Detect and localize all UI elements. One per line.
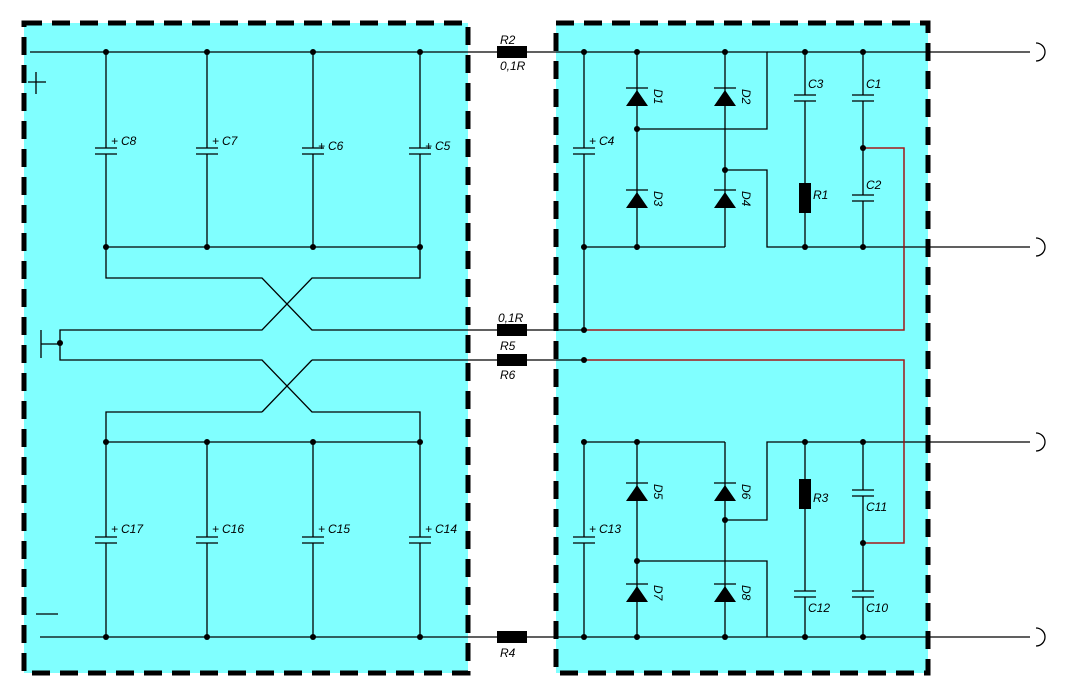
capacitor-C4 bbox=[573, 147, 595, 155]
label-R6: R6 bbox=[500, 368, 516, 382]
plus-C14: + bbox=[425, 522, 432, 536]
label-D2: D2 bbox=[739, 89, 753, 105]
label-C1: C1 bbox=[866, 77, 881, 91]
label-C10: C10 bbox=[866, 601, 888, 615]
bottom-bank-crossover-b bbox=[105, 359, 497, 442]
diode-D5 bbox=[626, 482, 648, 501]
label-C15: C15 bbox=[328, 522, 350, 536]
resistor-R2 bbox=[497, 46, 527, 58]
diode-D2 bbox=[714, 87, 736, 106]
plus-C17: + bbox=[111, 522, 118, 536]
resistor-R4 bbox=[497, 631, 527, 643]
label-C12: C12 bbox=[808, 601, 830, 615]
label-D5: D5 bbox=[651, 484, 665, 500]
label-C13: C13 bbox=[599, 522, 621, 536]
resistor-R3 bbox=[799, 479, 811, 509]
output-connector-2 bbox=[1035, 237, 1046, 257]
label-C11: C11 bbox=[866, 500, 887, 514]
plus-C15: + bbox=[318, 522, 325, 536]
plus-C4: + bbox=[589, 134, 596, 148]
sense-wire-top bbox=[584, 147, 905, 331]
label-R4: R4 bbox=[500, 646, 516, 660]
label-C5: C5 bbox=[435, 139, 451, 153]
capacitor-C16 bbox=[196, 536, 218, 544]
label-D6: D6 bbox=[739, 484, 753, 500]
plus-C16: + bbox=[212, 522, 219, 536]
diode-D8 bbox=[714, 583, 736, 602]
label-R1: R1 bbox=[813, 188, 828, 202]
plus-C7: + bbox=[212, 134, 219, 148]
resistor-R6 bbox=[497, 354, 527, 366]
label-R5-value: 0,1R bbox=[498, 311, 524, 325]
top-capacitor-bank bbox=[95, 52, 431, 248]
capacitor-bank-panel bbox=[21, 20, 471, 676]
component-labels: R2 0,1R 0,1R R5 R6 R4 + C8 + C7 + C6 + C… bbox=[111, 33, 888, 660]
capacitor-C8 bbox=[95, 147, 117, 155]
resistor-R1 bbox=[799, 183, 811, 213]
label-C8: C8 bbox=[121, 134, 137, 148]
output-connector-1 bbox=[1035, 42, 1046, 62]
capacitor-C14 bbox=[409, 536, 431, 544]
top-bank-to-midline bbox=[105, 247, 497, 331]
capacitor-C2 bbox=[852, 194, 874, 202]
label-C7: C7 bbox=[222, 134, 239, 148]
positive-terminal-symbol bbox=[28, 72, 46, 94]
label-R3: R3 bbox=[813, 491, 829, 505]
diode-D3 bbox=[626, 189, 648, 208]
plus-C6: + bbox=[318, 139, 325, 153]
capacitor-C1 bbox=[852, 94, 874, 102]
capacitor-C7 bbox=[196, 147, 218, 155]
diode-D1 bbox=[626, 87, 648, 106]
capacitor-C6 bbox=[302, 147, 324, 155]
plus-C13: + bbox=[589, 522, 596, 536]
label-C17: C17 bbox=[121, 522, 144, 536]
label-C6: C6 bbox=[328, 139, 344, 153]
capacitor-C13 bbox=[573, 536, 595, 544]
label-R5: R5 bbox=[500, 339, 516, 353]
capacitor-C17 bbox=[95, 536, 117, 544]
output-connectors bbox=[1035, 42, 1046, 647]
label-R2-value: 0,1R bbox=[500, 59, 526, 73]
capacitor-C10 bbox=[852, 590, 874, 598]
diode-D4 bbox=[714, 189, 736, 208]
label-D3: D3 bbox=[651, 191, 665, 207]
label-R2: R2 bbox=[500, 33, 516, 47]
label-D8: D8 bbox=[739, 585, 753, 601]
plus-C8: + bbox=[111, 134, 118, 148]
output-connector-3 bbox=[1035, 432, 1046, 452]
rectifier-panel bbox=[553, 20, 931, 676]
left-junction-dots bbox=[57, 49, 423, 640]
ground-terminal-symbol bbox=[40, 330, 60, 358]
capacitor-C3 bbox=[794, 94, 816, 102]
diode-D7 bbox=[626, 583, 648, 602]
label-C3: C3 bbox=[808, 77, 824, 91]
label-C2: C2 bbox=[866, 178, 882, 192]
capacitor-C15 bbox=[302, 536, 324, 544]
bottom-capacitor-bank bbox=[95, 441, 431, 637]
label-C4: C4 bbox=[599, 134, 615, 148]
label-C16: C16 bbox=[222, 522, 244, 536]
diode-labels: D1 D2 D3 D4 D5 D6 D7 D8 bbox=[651, 89, 753, 602]
capacitor-C11 bbox=[852, 489, 874, 497]
label-D4: D4 bbox=[739, 191, 753, 207]
right-junction-dots bbox=[581, 49, 866, 640]
output-connector-4 bbox=[1035, 627, 1046, 647]
capacitor-C12 bbox=[794, 590, 816, 598]
top-bank-crossover bbox=[59, 247, 421, 345]
diode-D6 bbox=[714, 482, 736, 501]
label-D7: D7 bbox=[651, 585, 665, 602]
capacitor-C5 bbox=[409, 147, 431, 155]
plus-C5: + bbox=[425, 139, 432, 153]
sense-wire-bottom bbox=[584, 359, 905, 544]
resistor-R5 bbox=[497, 324, 527, 336]
label-D1: D1 bbox=[651, 89, 665, 104]
label-C14: C14 bbox=[435, 522, 457, 536]
